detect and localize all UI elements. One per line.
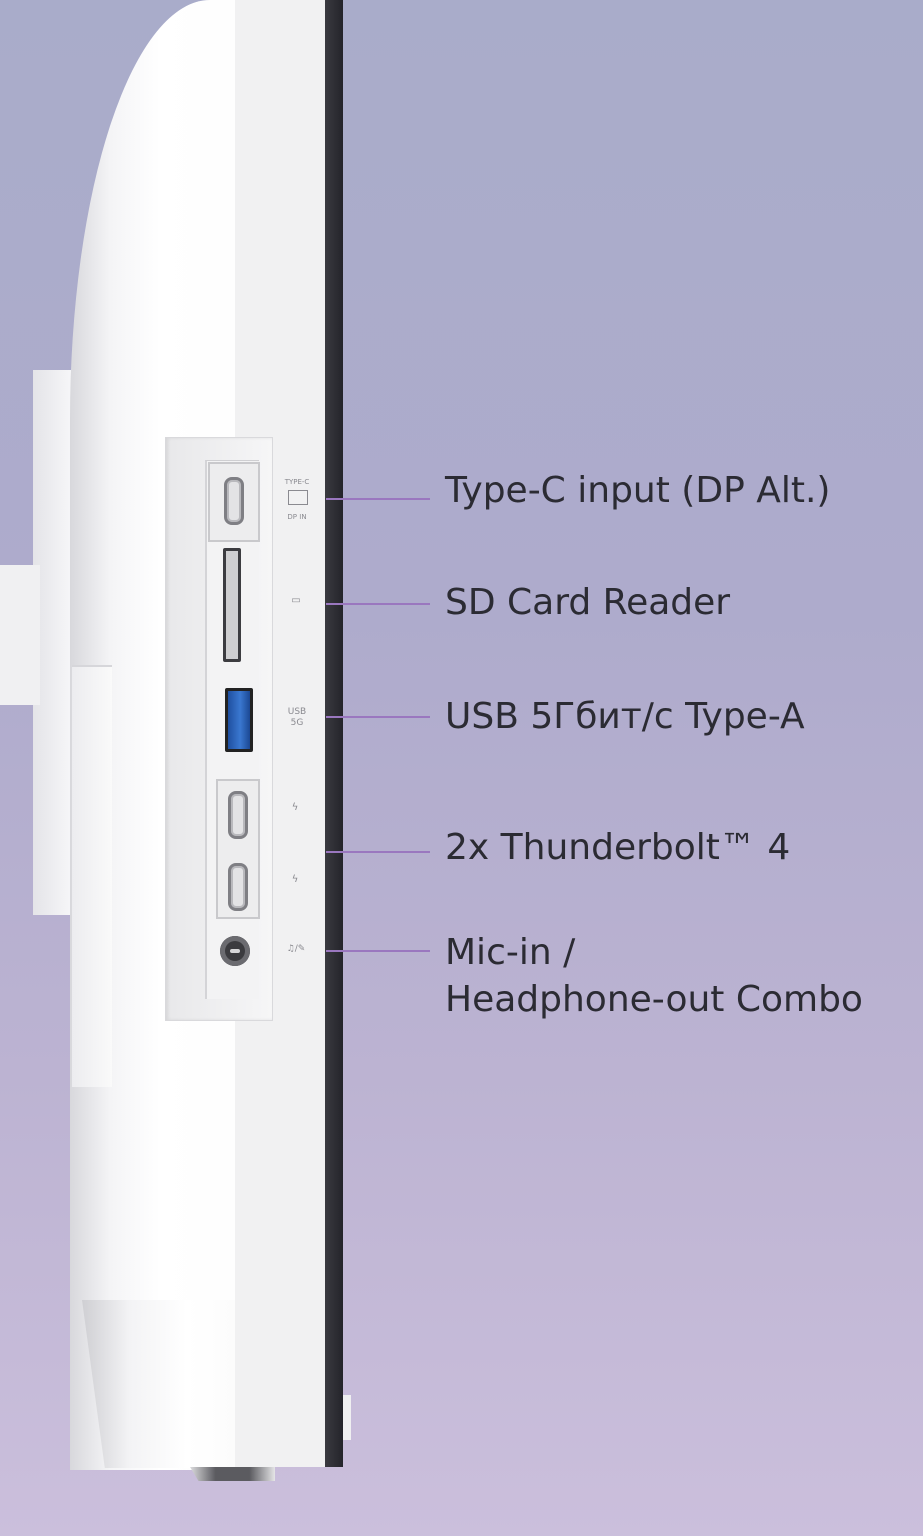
thunderbolt-port-1 [228,791,248,839]
typec-port-label-bottom: DP IN [287,513,307,521]
thunderbolt-icon: ϟ [291,874,299,885]
callout-typec-input: Type-C input (DP Alt.) [445,470,831,511]
typec-dp-port [224,477,244,525]
thunderbolt-port-2 [228,863,248,911]
usb-port-label-bottom: 5G [290,718,304,728]
callout-thunderbolt: 2x Thunderbolt™ 4 [445,827,791,868]
usb-a-port [225,688,253,752]
sd-card-slot [223,548,241,662]
thunderbolt-icon: ϟ [291,802,299,813]
mount-bracket [72,665,112,1087]
displayport-icon [288,490,308,505]
callout-sd-card-reader: SD Card Reader [445,582,731,623]
callout-line-thunderbolt [326,851,430,853]
callout-line-usb [326,716,430,718]
audio-combo-jack [220,936,250,966]
callout-line-typec [326,498,430,500]
screen-bezel [325,0,343,1467]
sd-card-icon: ▭ [291,595,301,606]
stand-arm [0,565,40,705]
usb-port-label-top: USB [287,707,307,717]
typec-port-label-top: TYPE-C [284,478,310,486]
callout-line-sd [326,603,430,605]
callout-usb-type-a: USB 5Гбит/с Type-A [445,696,805,737]
callout-audio-line2: Headphone-out Combo [445,979,863,1020]
callout-audio-line1: Mic-in / [445,932,576,973]
callout-line-audio [326,950,430,952]
stand-foot [190,1467,275,1481]
headphone-mic-icon: ♫/✎ [286,944,306,954]
bezel-edge [343,1395,351,1440]
